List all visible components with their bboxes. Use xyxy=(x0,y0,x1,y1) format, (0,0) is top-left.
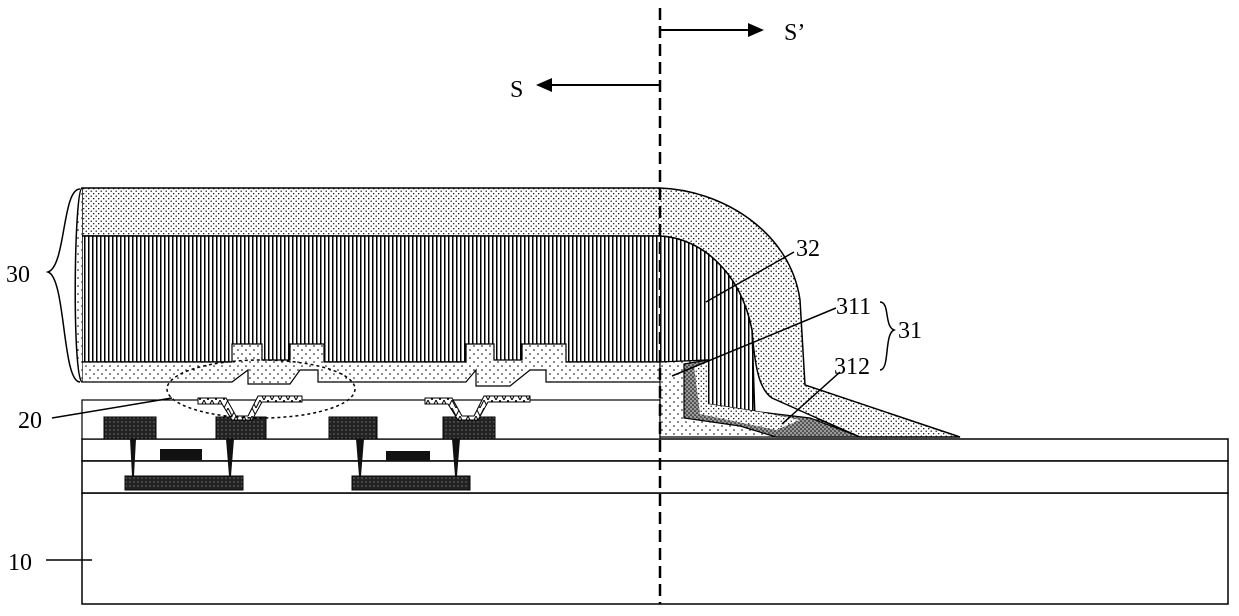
layer-32-organic xyxy=(82,236,755,420)
s-arrow xyxy=(536,78,660,92)
label-s: S xyxy=(510,77,523,103)
label-30: 30 xyxy=(6,262,30,288)
label-20: 20 xyxy=(18,408,42,434)
stack-left-edge xyxy=(75,188,82,382)
substrate-10 xyxy=(82,493,1228,604)
label-s-prime: S’ xyxy=(784,20,805,46)
brace-31 xyxy=(880,302,894,370)
label-10: 10 xyxy=(8,550,32,576)
label-312: 312 xyxy=(834,354,870,380)
label-31: 31 xyxy=(898,318,922,344)
s-prime-arrow xyxy=(660,23,764,37)
label-311: 311 xyxy=(836,294,871,320)
label-32: 32 xyxy=(796,236,820,262)
